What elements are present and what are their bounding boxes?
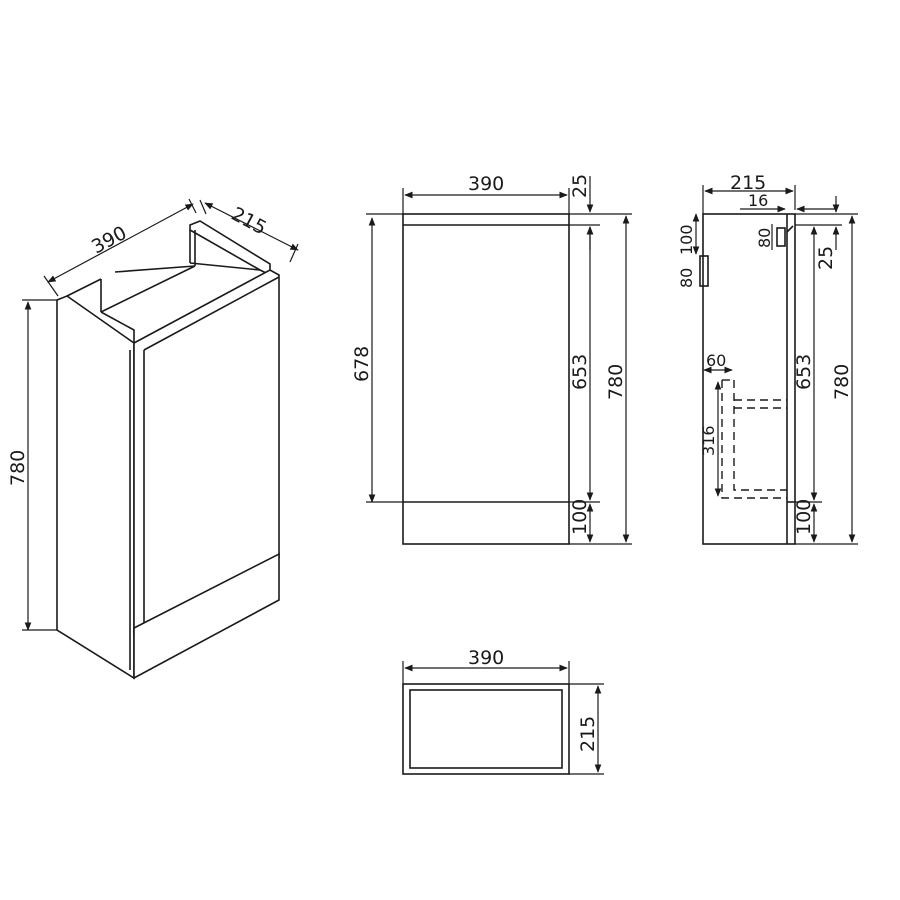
isometric-view: 390 215 780 — [7, 198, 299, 680]
plan-width-label: 390 — [468, 647, 504, 669]
iso-depth-label: 215 — [228, 203, 270, 239]
plan-inner — [409, 689, 563, 769]
iso-depth-dim-line — [204, 202, 299, 251]
front-plinth-label: 100 — [569, 499, 591, 535]
front-height-label: 780 — [605, 364, 627, 400]
side-height-label: 780 — [831, 364, 853, 400]
side-offset-label: 16 — [748, 191, 768, 210]
iso-width-label: 390 — [88, 222, 130, 258]
iso-door-top-edge — [143, 276, 280, 351]
side-top-label: 25 — [815, 246, 837, 270]
iso-plinth — [133, 552, 280, 680]
iso-height-label: 780 — [7, 450, 29, 486]
plan-view: 390 215 — [402, 647, 604, 775]
side-outline — [702, 213, 796, 545]
front-outline — [402, 213, 570, 545]
side-shelf-depth-label: 60 — [706, 351, 726, 370]
side-bracket-top-label: 100 — [677, 224, 696, 255]
side-depth-label: 215 — [730, 172, 766, 194]
side-shelf-h-label: 316 — [699, 425, 718, 456]
side-bracket-w-label: 80 — [755, 228, 774, 248]
side-internal-dashed — [721, 380, 787, 499]
plan-outer — [402, 683, 570, 775]
front-door-label: 653 — [569, 354, 591, 390]
front-width-label: 390 — [468, 173, 504, 195]
side-plinth-label: 100 — [793, 499, 815, 535]
front-top-label: 25 — [569, 174, 591, 198]
side-door-label: 653 — [793, 354, 815, 390]
side-left-bracket — [699, 255, 709, 287]
side-view: 215 16 100 80 80 25 653 100 780 60 316 — [677, 172, 858, 545]
side-top-bracket — [776, 227, 786, 247]
front-opening-label: 678 — [351, 346, 373, 382]
iso-side-panel — [56, 295, 135, 680]
iso-door-panel — [133, 269, 280, 637]
iso-width-dim-line — [47, 203, 194, 283]
plan-depth-label: 215 — [577, 716, 599, 752]
front-view: 390 678 25 653 100 780 — [351, 173, 632, 545]
side-bracket-h-label: 80 — [677, 268, 696, 288]
